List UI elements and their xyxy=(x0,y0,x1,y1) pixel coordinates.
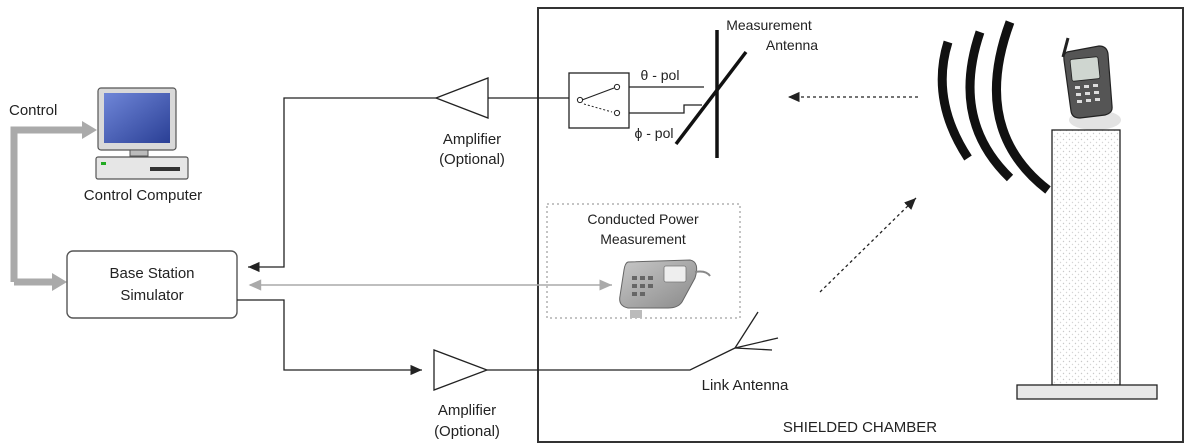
bss-label-line1: Base Station xyxy=(109,265,194,282)
amp-top-label-line1: Amplifier xyxy=(443,131,501,148)
radiation-waves-icon xyxy=(937,20,1051,194)
conducted-label-line1: Conducted Power xyxy=(587,211,699,227)
computer-icon xyxy=(95,87,189,180)
conducted-power-box xyxy=(546,203,741,319)
phi-pol-label: ϕ - pol xyxy=(635,125,674,141)
lower-signal-wire xyxy=(237,299,422,376)
control-computer-label: Control Computer xyxy=(84,187,202,204)
conducted-label-line2: Measurement xyxy=(600,231,686,247)
link-antenna xyxy=(734,311,779,351)
link-signal-arrow xyxy=(819,197,917,293)
control-arrow xyxy=(10,121,97,291)
base-station-simulator xyxy=(66,250,238,319)
theta-pol-label: θ - pol xyxy=(641,67,680,83)
shielded-chamber xyxy=(537,7,1184,443)
link-antenna-label: Link Antenna xyxy=(702,377,789,394)
measurement-antenna xyxy=(674,30,748,158)
upper-signal-wire xyxy=(248,97,436,273)
polarization-switch xyxy=(568,72,630,129)
amp-top-label-line2: (Optional) xyxy=(439,151,505,168)
amp-bottom-label-line1: Amplifier xyxy=(438,402,496,419)
amplifier-top xyxy=(434,77,489,119)
bss-label-line2: Simulator xyxy=(120,287,183,304)
chamber-label: SHIELDED CHAMBER xyxy=(783,419,937,436)
power-meter-icon xyxy=(619,259,711,318)
amplifier-bottom xyxy=(433,349,489,391)
meas-antenna-label-line2: Antenna xyxy=(766,37,818,53)
meas-antenna-label-line1: Measurement xyxy=(726,17,812,33)
control-label: Control xyxy=(9,102,57,119)
amp-bottom-label-line2: (Optional) xyxy=(434,423,500,440)
phone-icon xyxy=(1061,37,1121,130)
pedestal xyxy=(1016,129,1158,400)
